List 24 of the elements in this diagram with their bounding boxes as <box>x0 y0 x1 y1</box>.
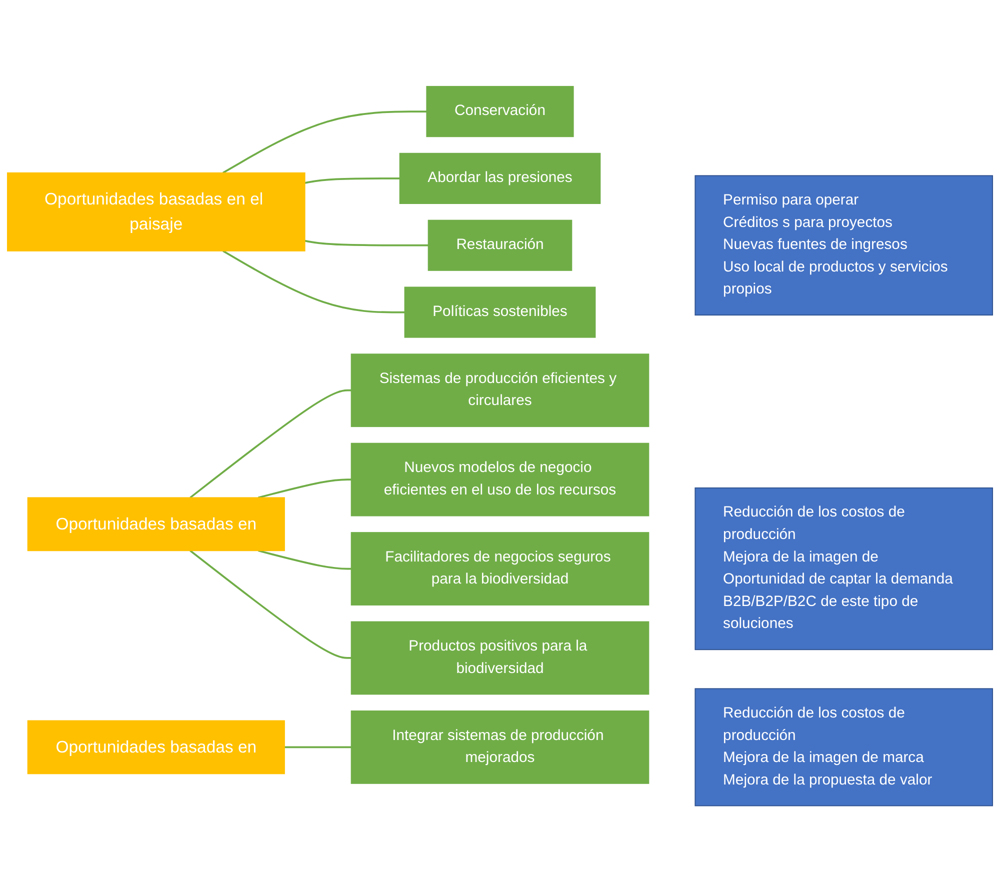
node-box: Productos positivos para la biodiversidad <box>350 621 650 695</box>
connector <box>222 250 405 314</box>
node-box: Sistemas de producción eficientes y circulares <box>350 354 650 427</box>
connector <box>284 746 352 748</box>
connector <box>304 177 400 184</box>
node-box: Integrar sistemas de producción mejorados <box>350 710 650 784</box>
connector <box>190 550 352 659</box>
node-box: Abordar las presiones <box>399 152 601 204</box>
node-box: Nuevos modelos de negocio eficientes en el uso de los recursos <box>350 442 650 516</box>
connector <box>304 240 428 246</box>
node-box: Restauración <box>428 220 572 271</box>
node-box: Reducción de los costos de producción Mejora de la imagen de Oportunidad de captar la demanda B2B/B2P/B2C de este tipo de soluciones <box>694 487 994 650</box>
node-box: Permiso para operar Créditos s para proyectos Nuevas fuentes de ingresos Uso local de productos y servicios propios <box>694 175 994 316</box>
node-box: Conservación <box>426 86 574 137</box>
node-box: Reducción de los costos de producción Mejora de la imagen de marca Mejora de la propuesta de valor <box>694 688 994 806</box>
node-box: Políticas sostenibles <box>404 286 596 338</box>
node-box: Oportunidades basadas en <box>27 720 285 774</box>
node-box: Oportunidades basadas en el paisaje <box>6 172 306 252</box>
connector <box>258 550 352 570</box>
connector <box>222 110 427 174</box>
node-box: Facilitadores de negocios seguros para la biodiversidad <box>350 532 650 606</box>
connector <box>258 478 352 498</box>
connector <box>190 389 352 498</box>
node-box: Oportunidades basadas en <box>27 497 285 552</box>
